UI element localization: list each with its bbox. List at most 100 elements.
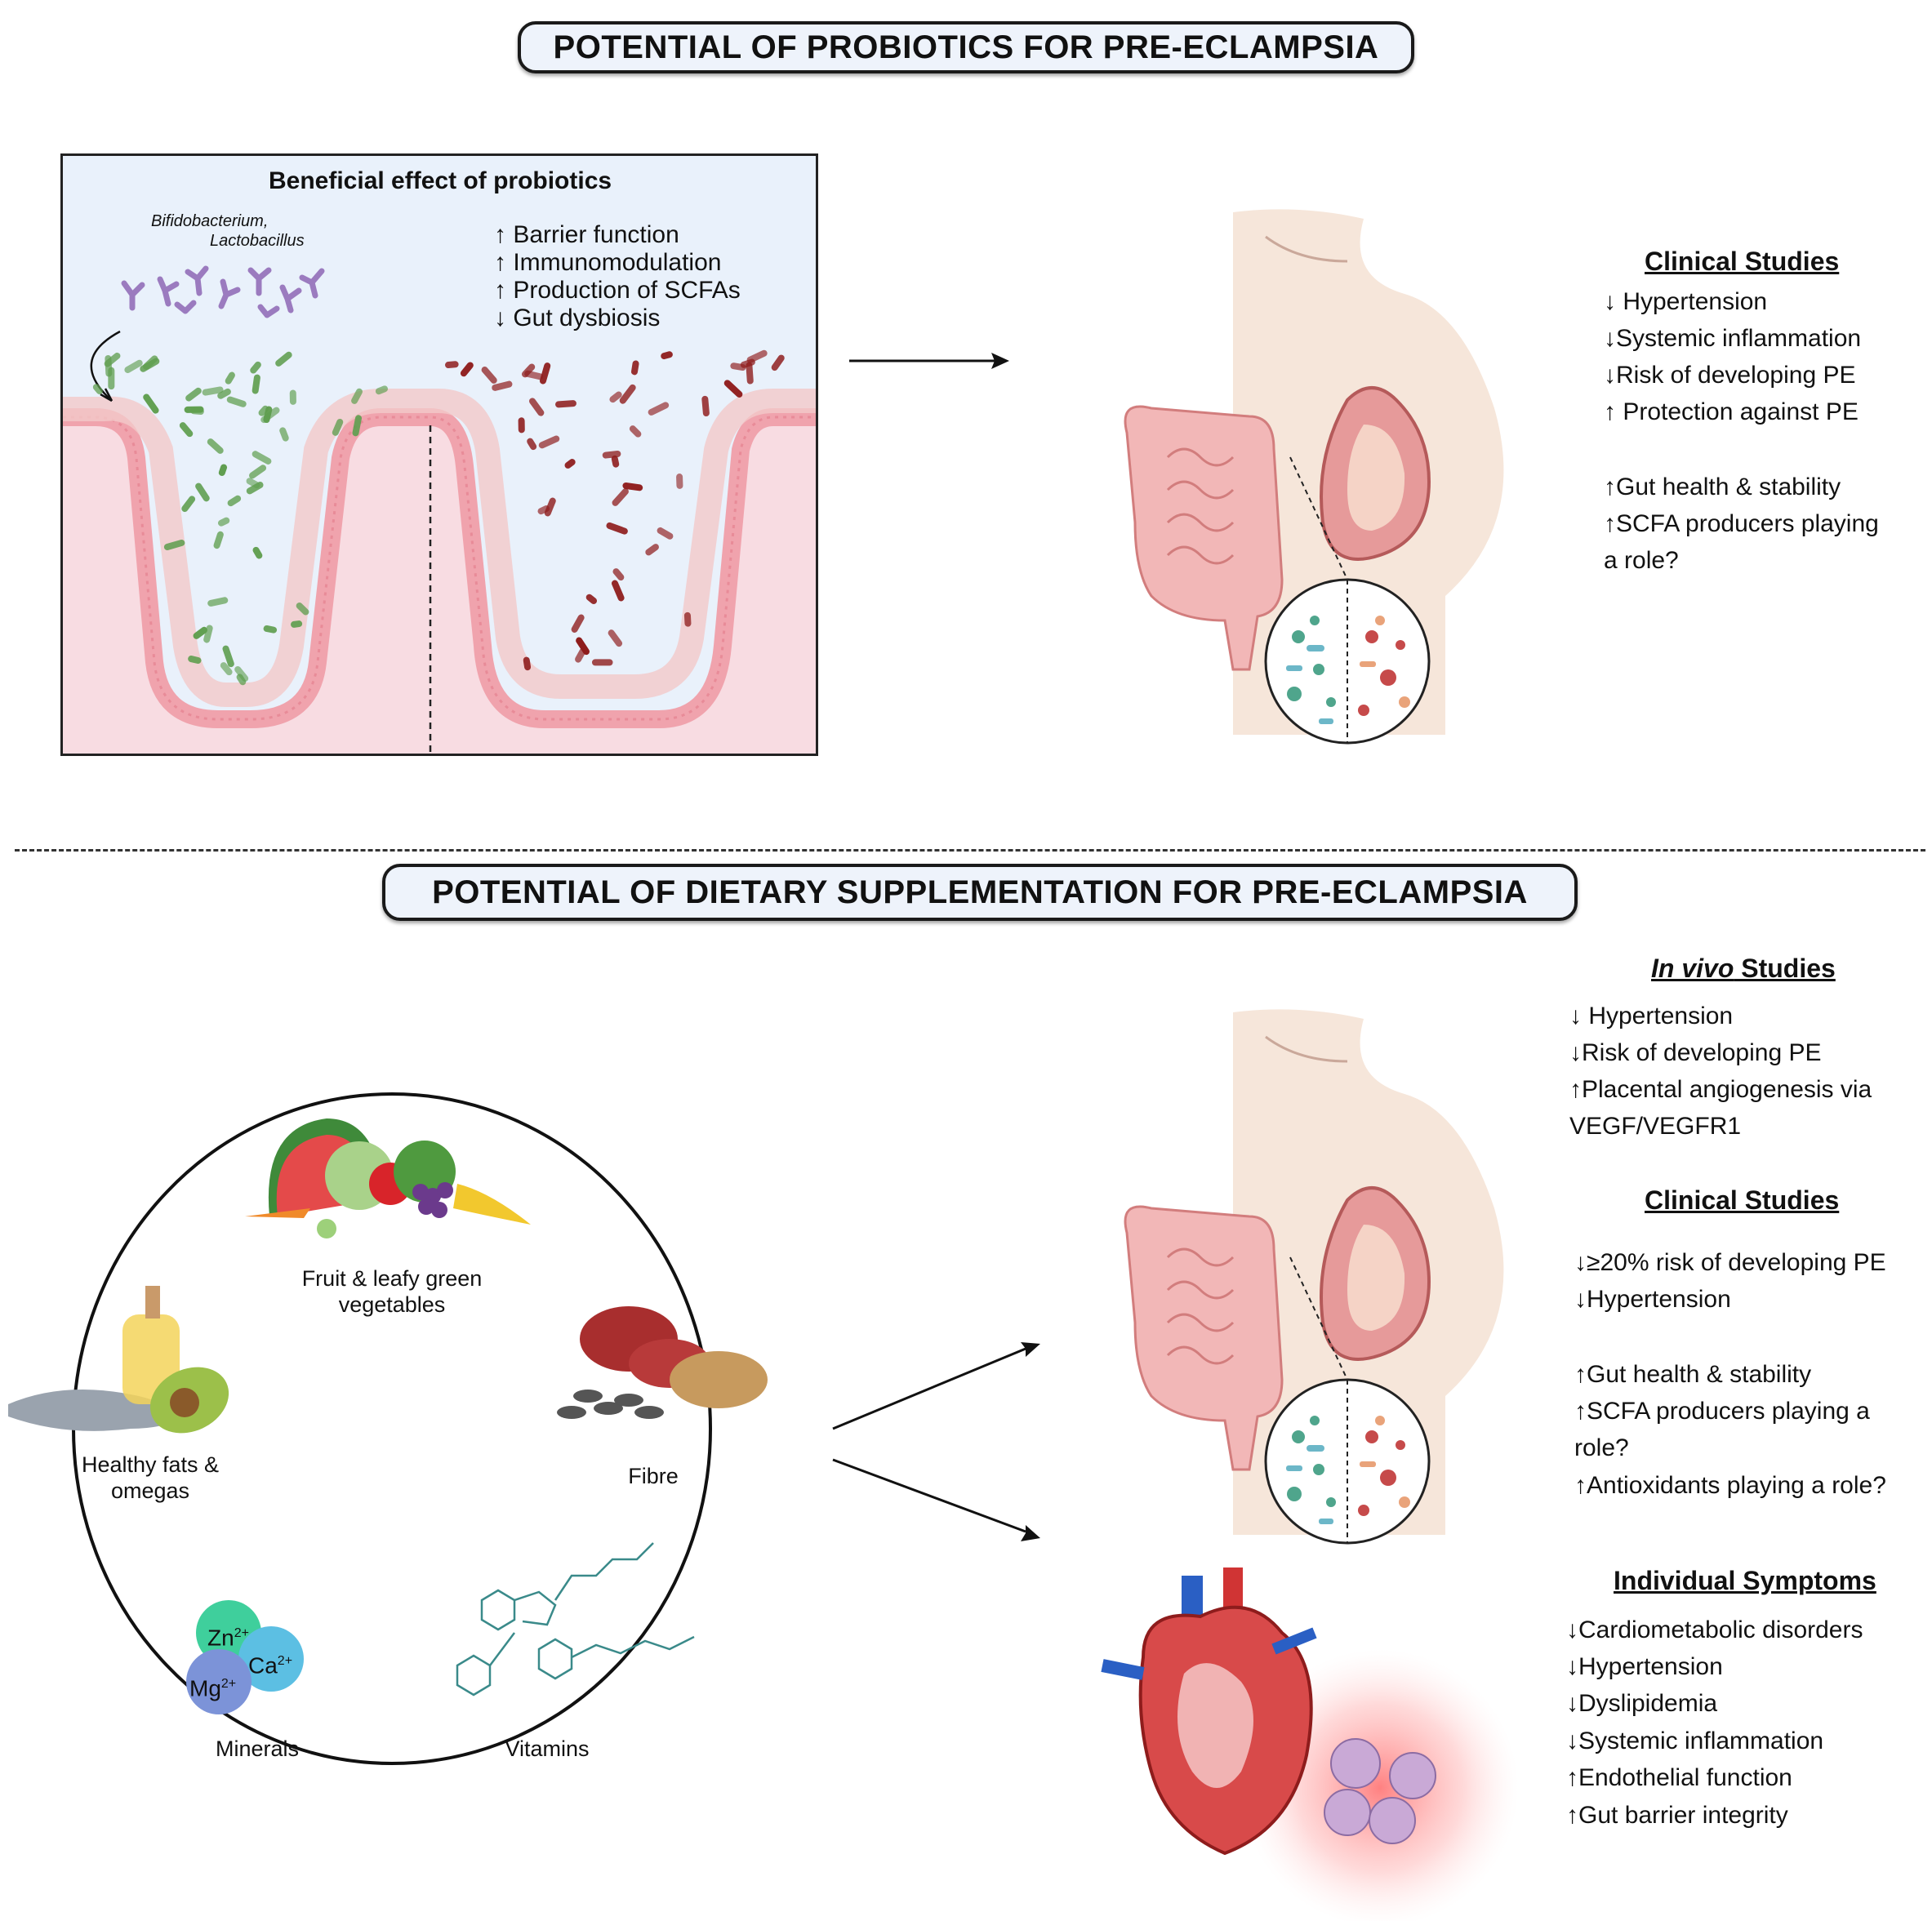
probiotic-bacterium	[143, 394, 159, 414]
section-divider	[15, 849, 1925, 852]
pathogenic-bacterium	[630, 360, 639, 376]
probiotic-bacterium	[222, 645, 234, 668]
arrow-right-icon	[849, 353, 1009, 369]
clinical2-item-3: ↑Gut health & stability	[1574, 1361, 1812, 1388]
probiotic-bacterium	[351, 388, 363, 404]
probiotic-bacterium	[249, 465, 267, 479]
probiotic-bacterium	[203, 625, 213, 643]
pregnant-body-gut-illustration-2	[1124, 1009, 1504, 1545]
probiotic-bacterium	[179, 422, 194, 438]
pathogenic-bacterium	[683, 611, 692, 627]
ion-zn-charge: 2+	[234, 1626, 249, 1640]
pathogenic-bacterium	[527, 438, 537, 451]
pathogenic-bacterium	[746, 349, 768, 363]
clinical2-item-5: role?	[1574, 1434, 1629, 1461]
probiotic-bacterium	[234, 665, 249, 683]
symptoms-item-5: ↑Gut barrier integrity	[1566, 1802, 1788, 1829]
probiotic-bacterium	[296, 603, 309, 616]
pathogenic-bacterium	[612, 568, 625, 581]
invivo-heading-italic: In vivo	[1651, 954, 1734, 983]
probiotic-bacterium	[227, 495, 242, 507]
clinical1-item-0: ↓ Hypertension	[1604, 288, 1768, 315]
invivo-item-3: VEGF/VEGFR1	[1569, 1113, 1742, 1140]
probiotic-bacterium	[217, 517, 230, 527]
caption-fats-line1: Healthy fats &	[81, 1452, 220, 1477]
ion-mg-charge: 2+	[220, 1677, 237, 1691]
caption-fibre: Fibre	[628, 1464, 679, 1488]
pathogenic-bacterium	[460, 362, 474, 377]
caption-fats-line2: omegas	[110, 1479, 190, 1503]
diet-circle-illustration	[8, 1092, 768, 1765]
probiotic-bacterium	[252, 546, 263, 559]
pathogenic-bacterium	[723, 380, 743, 398]
clinical1-item-5: ↑Gut health & stability	[1604, 474, 1841, 500]
probiotic-bacterium	[207, 597, 229, 607]
caption-vitamins: Vitamins	[505, 1736, 590, 1761]
pathogenic-bacterium	[611, 580, 625, 602]
probiotic-bacterium	[250, 361, 261, 374]
probiotics-panel: Beneficial effect of probiotics Bifidoba…	[60, 153, 818, 756]
clinical1-item-2: ↓Risk of developing PE	[1604, 362, 1856, 389]
caption-minerals: Minerals	[215, 1736, 300, 1761]
pregnant-body-gut-illustration	[1124, 209, 1504, 745]
pathogenic-bacterium	[771, 354, 785, 371]
individual-symptoms-heading: Individual Symptoms	[1614, 1566, 1876, 1595]
invivo-item-2: ↑Placental angiogenesis via	[1569, 1076, 1872, 1103]
probiotic-bacterium	[185, 387, 202, 402]
pathogenic-bacterium	[538, 435, 560, 449]
probiotic-bacterium	[124, 359, 143, 373]
ion-ca: Ca2+	[248, 1652, 293, 1679]
probiotic-bacterium	[190, 407, 204, 416]
effect-dysbiosis: ↓ Gut dysbiosis	[494, 305, 661, 331]
pathogenic-bacterium	[701, 395, 710, 417]
species-line1: Bifidobacterium,	[151, 212, 269, 230]
arrow-up-right-icon	[832, 1342, 1040, 1430]
pathogenic-bacterium	[619, 384, 636, 404]
probiotic-bacterium	[375, 385, 389, 395]
pathogenic-bacterium	[564, 459, 576, 469]
pathogenic-bacterium	[537, 505, 550, 515]
effect-barrier: ↑ Barrier function	[494, 221, 679, 248]
probiotic-bacterium	[252, 451, 272, 465]
pathogenic-bacterium	[611, 455, 620, 468]
pathogenic-bacterium	[657, 527, 674, 540]
clinical2-item-0: ↓≥20% risk of developing PE	[1574, 1249, 1886, 1276]
species-line2: Lactobacillus	[210, 232, 305, 250]
pathogenic-bacterium	[575, 647, 586, 663]
pathogenic-bacterium	[661, 351, 673, 360]
pathogenic-bacterium	[608, 629, 623, 647]
probiotic-bacterium	[289, 389, 296, 405]
ion-zn: Zn2+	[207, 1625, 249, 1651]
pathogenic-bacterium	[606, 522, 628, 535]
pathogenic-bacterium	[609, 391, 622, 403]
mineral-ions-illustration	[186, 1600, 304, 1714]
probiotic-bacterium	[352, 415, 363, 437]
pathogenic-bacterium	[481, 367, 497, 384]
probiotic-bacterium	[236, 674, 247, 686]
probiotic-bacterium	[275, 351, 292, 367]
clinical1-item-1: ↓Systemic inflammation	[1604, 325, 1862, 352]
clinical-studies-heading-1: Clinical Studies	[1645, 247, 1840, 276]
invivo-item-0: ↓ Hypertension	[1569, 1003, 1734, 1029]
probiotic-bacterium	[332, 418, 344, 436]
ion-mg: Mg2+	[189, 1675, 237, 1701]
symptoms-item-2: ↓Dyslipidemia	[1566, 1690, 1718, 1717]
pathogenic-bacterium	[591, 659, 613, 666]
section2-title: POTENTIAL OF DIETARY SUPPLEMENTATION FOR…	[382, 864, 1578, 921]
caption-fats: Healthy fats & omegas	[60, 1452, 240, 1504]
probiotic-bacterium	[260, 407, 280, 424]
pathogenic-bacterium	[492, 380, 513, 391]
clinical2-item-4: ↑SCFA producers playing a	[1574, 1398, 1870, 1425]
probiotic-bacterium	[143, 355, 158, 370]
caption-fruit-line1: Fruit & leafy green	[301, 1266, 483, 1291]
pathogenic-bacterium	[648, 402, 670, 416]
invivo-studies-heading: In vivo Studies	[1651, 954, 1836, 984]
probiotic-bacterium	[279, 427, 289, 442]
arrow-down-right-icon	[832, 1458, 1040, 1541]
pathogenic-bacterium	[612, 488, 629, 506]
probiotic-bacterium	[105, 354, 113, 377]
pathogenic-bacterium	[629, 425, 642, 438]
probiotic-bacterium	[188, 656, 202, 664]
pathogenic-bacterium	[602, 451, 621, 459]
clinical-studies-heading-2: Clinical Studies	[1645, 1185, 1840, 1215]
